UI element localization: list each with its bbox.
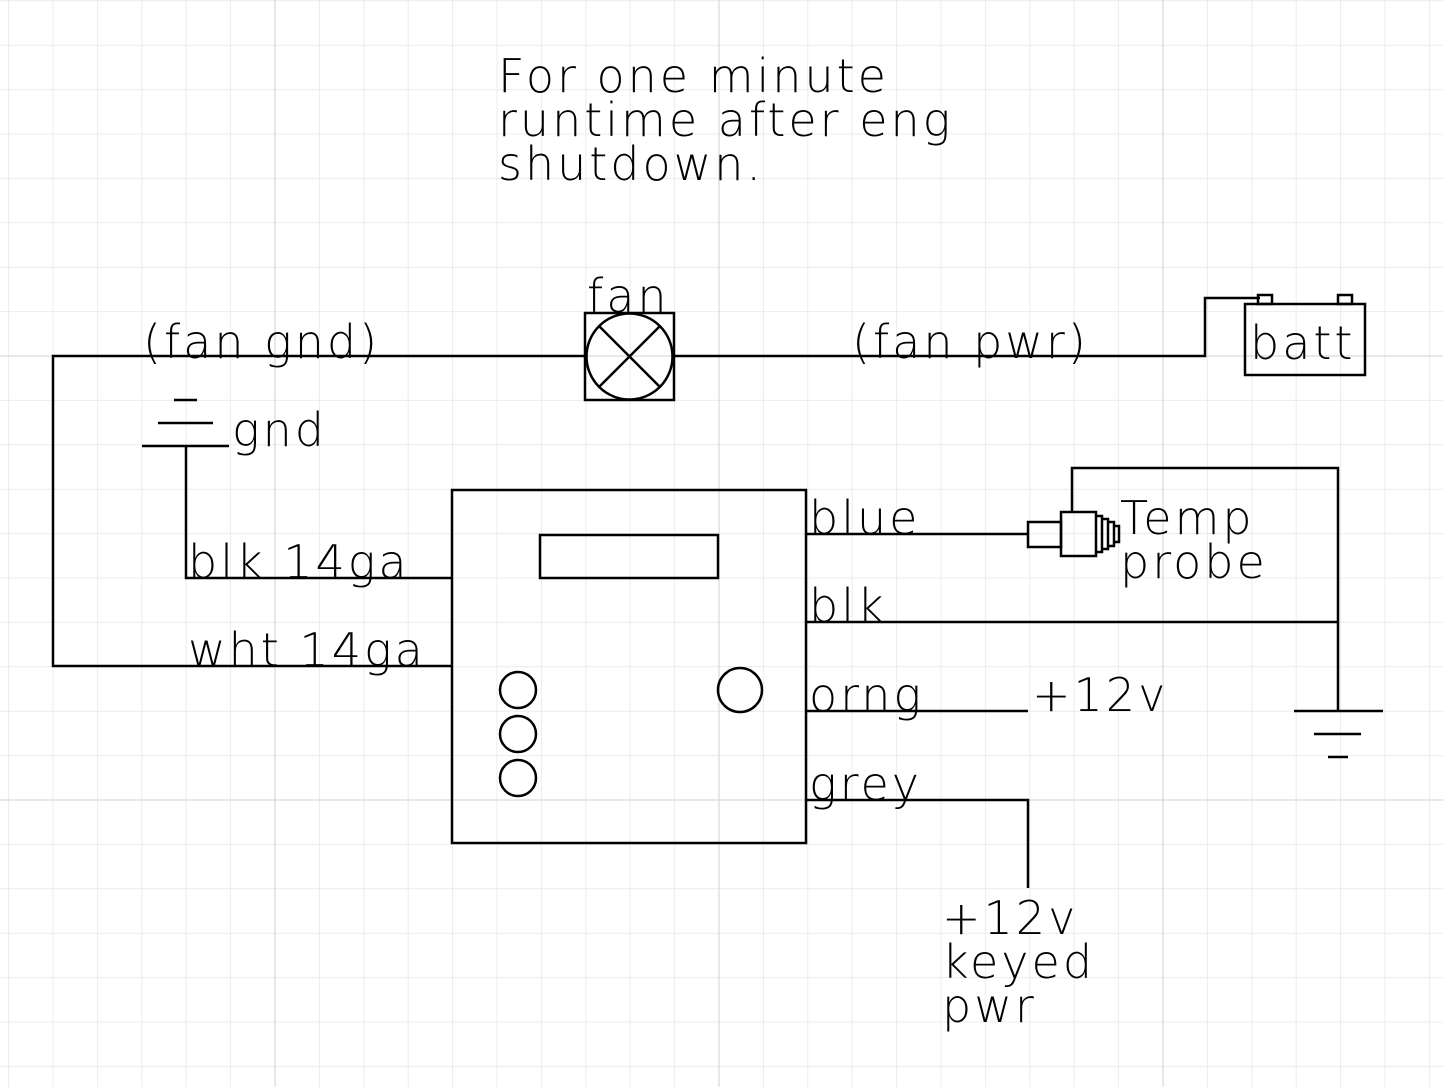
blk-label: blk [809,579,887,633]
keyed-power-label: +12v keyed pwr [942,891,1095,1033]
blk-14ga-label: blk 14ga [188,535,410,589]
grey-wire [806,798,1030,888]
fan-label: fan [587,269,670,323]
note-line-1: For one minute [498,49,889,103]
probe-connector [1026,520,1063,549]
fan-pwr-label: (fan pwr) [852,315,1089,369]
controller-box [450,488,808,845]
batt-label: batt [1250,316,1355,370]
ground-symbol-right [1294,709,1383,759]
keyed-line-1: +12v [942,891,1078,945]
probe-body [1059,510,1098,558]
probe-label: probe [1120,535,1268,589]
note-line-2: runtime after eng [498,93,953,147]
controller-button-2 [498,714,538,754]
note-line-3: shutdown. [498,137,764,191]
controller-button-1 [498,670,538,710]
fan-gnd-label: (fan gnd) [143,315,380,369]
temp-label: Temp [1120,491,1255,545]
battery-terminal-left [1256,293,1274,306]
fan-cross-b [598,325,661,388]
probe-thread [1096,514,1121,554]
grey-label: grey [809,757,922,811]
orng-label: orng [809,668,924,722]
battery-terminal-right [1336,293,1354,306]
controller-knob [716,666,764,714]
controller-display [538,533,720,580]
probe-ground-wire [1070,466,1340,711]
controller-output-wires [806,466,1340,888]
fan-gnd-wire [51,354,585,668]
blk-14ga-wire [184,446,452,580]
fan-circle [585,312,674,401]
runtime-note: For one minute runtime after eng shutdow… [498,49,953,191]
fan-symbol [583,311,676,402]
temp-probe-symbol [1026,510,1121,558]
battery-symbol [1243,293,1367,377]
ground-symbol-left [142,398,452,580]
keyed-line-2: keyed [942,935,1095,989]
fan-pwr-wire [674,296,1260,358]
plus12v-label: +12v [1032,668,1168,722]
controller-module [450,488,808,845]
fan-circuit-wires [51,296,1260,668]
keyed-line-3: pwr [942,979,1037,1033]
wht-14ga-label: wht 14ga [188,623,426,677]
controller-button-3 [498,758,538,798]
gnd-label: gnd [232,403,327,457]
battery-box [1243,302,1367,377]
blue-label: blue [809,491,920,545]
